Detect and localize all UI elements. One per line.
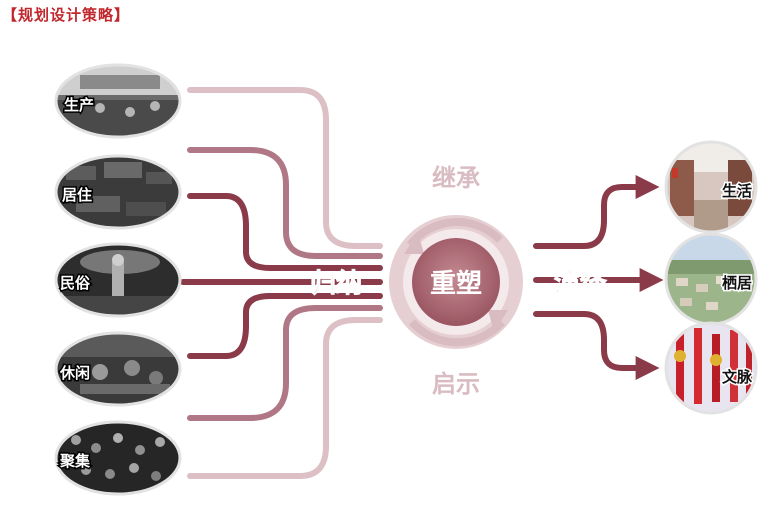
photo-oval-folk: 民俗 [56, 244, 180, 316]
label-inspire: 启示 [432, 370, 480, 398]
center-cycle: 重塑 [396, 222, 516, 342]
oval-label: 民俗 [60, 274, 91, 292]
photo-oval-leisure: 休闲 [56, 333, 180, 405]
label-deduction: 演绎 [554, 268, 607, 299]
label-inherit: 继承 [432, 164, 480, 192]
oval-label: 休闲 [59, 364, 90, 382]
right-label: 文脉 [722, 368, 753, 386]
connector-line [190, 308, 380, 418]
left-photos: 生产 居住 民俗 [56, 65, 180, 494]
connector-arrow [536, 187, 650, 246]
right-label: 生活 [722, 182, 752, 200]
photo-circle-life: 生活 [666, 142, 756, 232]
photo-circle-habitat: 栖居 [666, 234, 756, 324]
oval-label: 聚集 [59, 452, 91, 470]
photo-oval-production: 生产 [56, 65, 180, 137]
core-label: 重塑 [430, 269, 482, 299]
right-photos: 生活 栖居 [666, 142, 756, 413]
right-label: 栖居 [722, 274, 752, 292]
connector-line [190, 150, 380, 256]
label-induction: 归纳 [310, 268, 362, 299]
oval-label: 居住 [62, 186, 92, 204]
photo-oval-gathering: 聚集 [56, 422, 180, 494]
connector-arrow [536, 314, 650, 368]
photo-oval-dwelling: 居住 [56, 156, 180, 228]
photo-circle-culture: 文脉 [666, 323, 756, 413]
oval-label: 生产 [64, 96, 94, 114]
